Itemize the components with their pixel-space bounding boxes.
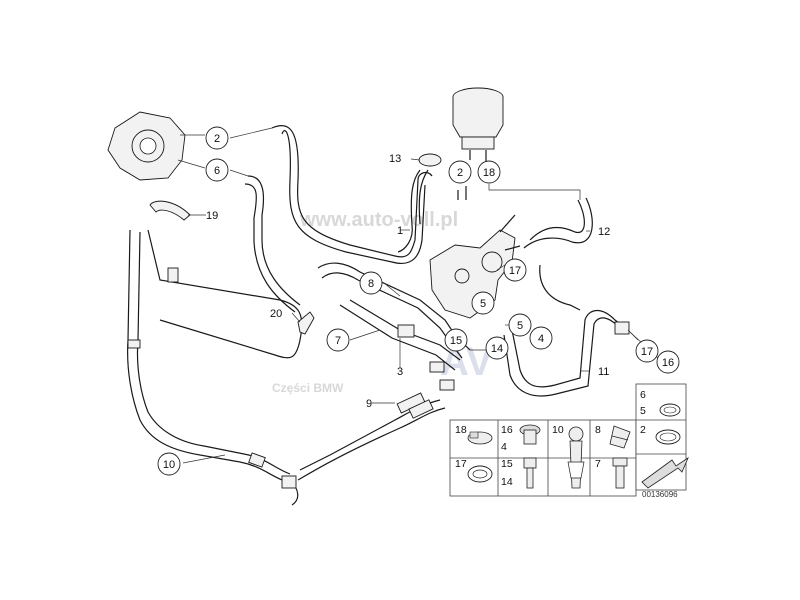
svg-text:7: 7 [595, 458, 601, 470]
callout-16: 16 [656, 350, 680, 374]
callout-14: 14 [485, 336, 509, 360]
svg-text:6: 6 [640, 389, 646, 401]
svg-text:2: 2 [640, 424, 646, 436]
fluid-reservoir [452, 87, 504, 162]
svg-text:17: 17 [455, 458, 467, 470]
svg-text:9: 9 [366, 398, 372, 410]
diagram-reference: 00136096 [642, 490, 678, 499]
leader-lines [182, 127, 659, 464]
svg-text:8: 8 [368, 278, 374, 290]
callouts: 2 6 19 20 7 8 3 1 13 2 18 12 17 5 5 4 15… [157, 126, 680, 476]
watermark-parts: Części BMW [272, 381, 344, 395]
callout-2-pump: 2 [205, 126, 229, 150]
callout-1: 1 [397, 225, 403, 237]
svg-text:15: 15 [450, 335, 462, 347]
svg-text:11: 11 [598, 366, 609, 378]
callout-10: 10 [157, 452, 181, 476]
svg-text:20: 20 [270, 308, 282, 320]
svg-text:16: 16 [662, 357, 674, 369]
callout-5-upper: 5 [471, 291, 495, 315]
legend-cell-15-14: 15 14 [501, 457, 537, 489]
svg-text:12: 12 [598, 226, 610, 238]
svg-text:5: 5 [640, 405, 646, 417]
callout-13: 13 [389, 153, 401, 165]
svg-text:14: 14 [491, 343, 503, 355]
svg-text:2: 2 [457, 167, 463, 179]
callout-2-reservoir: 2 [448, 160, 472, 184]
legend-cell-10: 10 [552, 424, 585, 489]
callout-6: 6 [205, 158, 229, 182]
svg-text:7: 7 [335, 335, 341, 347]
svg-text:4: 4 [501, 441, 507, 453]
callout-19: 19 [206, 210, 218, 222]
svg-text:15: 15 [501, 458, 513, 470]
callout-17-gear: 17 [503, 258, 527, 282]
svg-text:3: 3 [397, 366, 403, 378]
svg-text:13: 13 [389, 153, 401, 165]
legend-cell-8: 8 [595, 424, 631, 449]
legend-cell-2: 2 [640, 424, 681, 445]
svg-text:1: 1 [397, 225, 403, 237]
svg-text:2: 2 [214, 133, 220, 145]
svg-text:6: 6 [214, 165, 220, 177]
callout-15: 15 [444, 328, 468, 352]
direction-arrow-icon [641, 456, 689, 489]
svg-text:5: 5 [480, 298, 486, 310]
svg-text:8: 8 [595, 424, 601, 436]
power-steering-pump [107, 111, 206, 181]
callout-3: 3 [397, 366, 403, 378]
legend-cell-16-4: 16 4 [501, 424, 541, 453]
svg-text:10: 10 [163, 459, 175, 471]
callout-9: 9 [366, 398, 372, 410]
svg-text:16: 16 [501, 424, 513, 436]
legend-cell-17: 17 [455, 458, 493, 483]
legend-cell-7: 7 [595, 457, 628, 489]
parts-legend: 18 16 4 10 8 17 [449, 383, 689, 499]
svg-text:17: 17 [509, 265, 521, 277]
svg-text:4: 4 [538, 333, 544, 345]
svg-text:14: 14 [501, 476, 513, 488]
svg-text:18: 18 [483, 167, 495, 179]
callout-5-lower: 5 [508, 313, 532, 337]
callout-7: 7 [326, 328, 350, 352]
svg-text:17: 17 [641, 346, 653, 358]
watermark-site: www.auto-voll.pl [299, 209, 458, 231]
svg-text:10: 10 [552, 424, 564, 436]
svg-text:18: 18 [455, 424, 467, 436]
svg-text:19: 19 [206, 210, 218, 222]
callout-20: 20 [270, 308, 282, 320]
legend-cell-18: 18 [455, 424, 493, 445]
callout-18: 18 [477, 160, 501, 184]
callout-12: 12 [598, 226, 610, 238]
legend-cell-6-5: 6 5 [640, 389, 681, 417]
callout-11: 11 [598, 366, 609, 378]
callout-8: 8 [359, 271, 383, 295]
svg-text:5: 5 [517, 320, 523, 332]
callout-4: 4 [529, 326, 553, 350]
callout-17-right: 17 [635, 339, 659, 363]
hose-lines [127, 124, 630, 506]
